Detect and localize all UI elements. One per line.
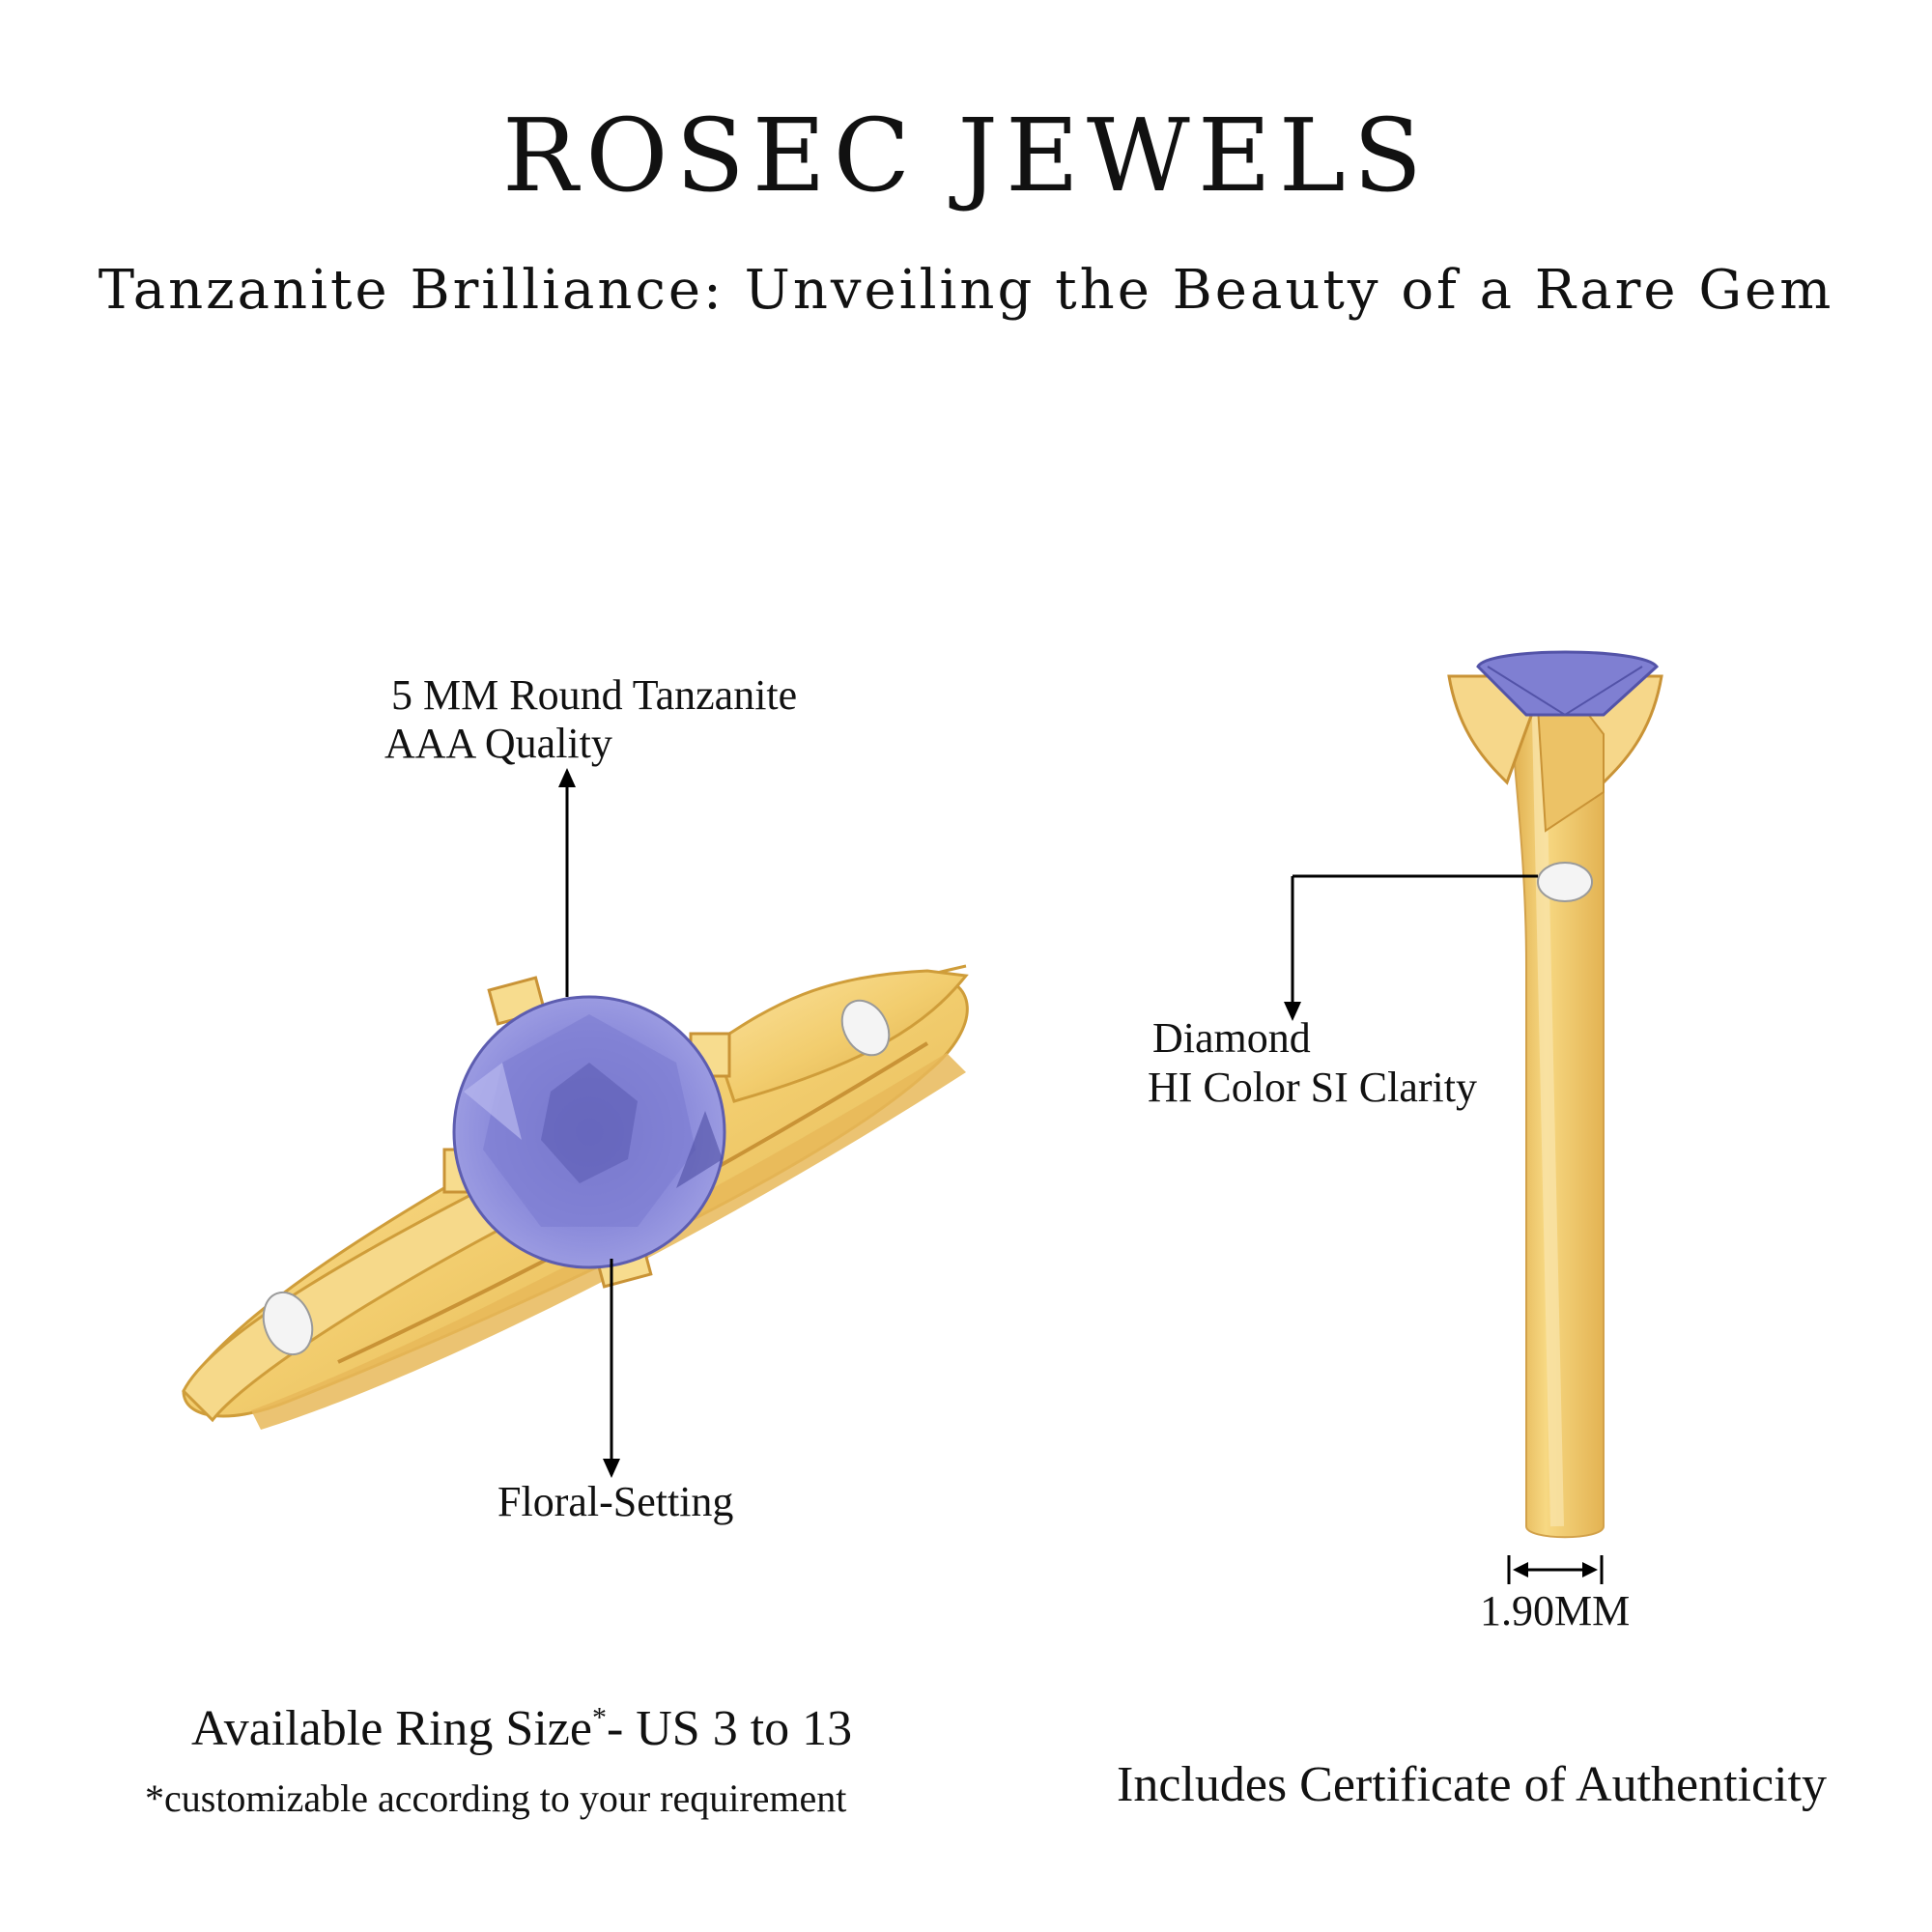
tanzanite-gem-side — [1476, 650, 1660, 717]
callout-lines — [558, 768, 1604, 1584]
ring-size-asterisk: * — [591, 1701, 607, 1734]
diamond-quality-label: HI Color SI Clarity — [1148, 1064, 1477, 1111]
ring-size-label: Available Ring Size — [191, 1701, 592, 1756]
gem-size-label: 5 MM Round Tanzanite — [391, 671, 798, 719]
left-ring — [182, 964, 969, 1430]
diamond-accent-side — [1537, 862, 1593, 902]
diamond-accent-right — [840, 999, 891, 1057]
right-ring-side — [1447, 650, 1663, 1539]
customizable-note: *customizable according to your requirem… — [145, 1776, 847, 1820]
brand-title: ROSEC JEWELS — [501, 97, 1431, 214]
certificate-note: Includes Certificate of Authenticity — [1117, 1757, 1827, 1812]
ring-size-line: Available Ring Size*- US 3 to 13 — [191, 1700, 852, 1757]
diamond-label: Diamond — [1152, 1014, 1311, 1062]
setting-label: Floral-Setting — [497, 1478, 734, 1525]
diamond-accent-left — [262, 1291, 314, 1356]
ring-size-value: - US 3 to 13 — [606, 1701, 853, 1756]
band-width-label: 1.90MM — [1480, 1587, 1631, 1634]
page-subtitle: Tanzanite Brilliance: Unveiling the Beau… — [98, 259, 1834, 322]
gem-quality-label: AAA Quality — [384, 720, 612, 767]
